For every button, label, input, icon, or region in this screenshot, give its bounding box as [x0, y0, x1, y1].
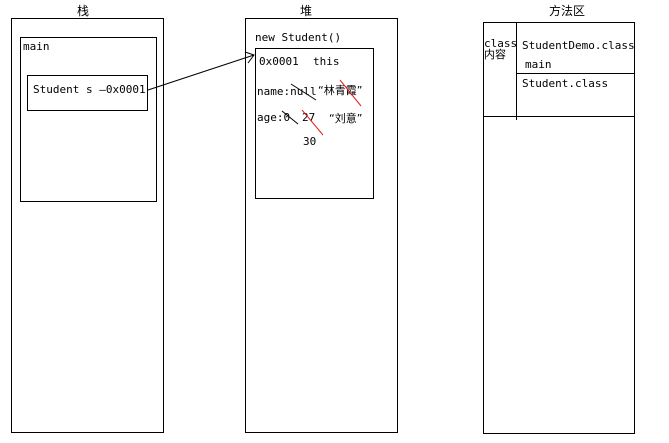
age-value-new: 30 [303, 135, 317, 148]
reference-arrowhead [244, 51, 255, 64]
student-variable-box [27, 75, 148, 111]
reference-arrow-line [147, 54, 255, 91]
method-area-region [483, 22, 635, 434]
name-field: name:null [257, 85, 317, 98]
main-frame [20, 37, 157, 202]
heap-title: 堆 [300, 4, 313, 18]
student-variable-label: Student s —0x0001 [33, 83, 146, 96]
class-row-divider [516, 73, 635, 74]
stack-region [11, 18, 164, 433]
name-value-new: “刘意” [329, 112, 363, 125]
method-area-title: 方法区 [549, 4, 586, 18]
student-object-label: new Student() [255, 31, 342, 44]
name-old-red-strike [339, 79, 362, 107]
stack-title: 栈 [77, 4, 90, 18]
null-strike [290, 83, 317, 101]
student-demo-class: StudentDemo.class [522, 39, 635, 52]
object-address: 0x0001 [259, 55, 299, 68]
class-content-divider [483, 116, 635, 117]
student-demo-main-method: main [525, 58, 552, 71]
main-frame-label: main [23, 40, 50, 53]
student-class: Student.class [522, 77, 609, 90]
class-content-label-line1: class [484, 37, 518, 50]
heap-region [245, 18, 398, 433]
age-zero-strike [281, 110, 299, 125]
age-27-red-strike [301, 109, 324, 136]
class-content-label-line2: 内容 [484, 48, 506, 61]
this-label: this [313, 55, 340, 68]
class-content-column-divider [516, 22, 517, 120]
age-field: age:0 [257, 111, 291, 124]
student-object-box [255, 48, 374, 199]
